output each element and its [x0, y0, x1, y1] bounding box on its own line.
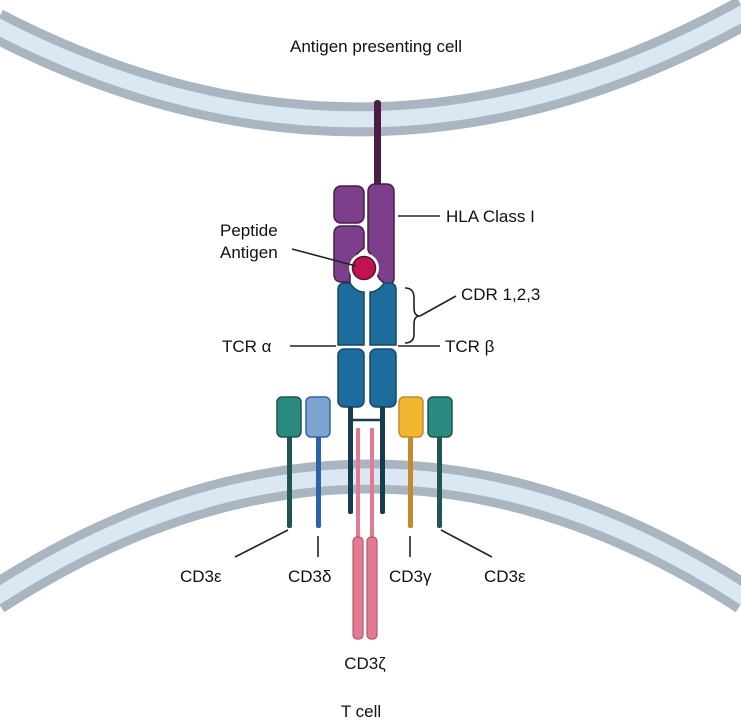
cd3z-right-tail: [366, 536, 378, 640]
cd3g: [398, 396, 424, 528]
cd3z-right-stalk: [370, 428, 374, 543]
tcr-heterodimer: [337, 282, 397, 514]
tcell-label: T cell: [341, 702, 381, 721]
hla-alpha2-domain: [333, 225, 365, 283]
hla-label: HLA Class I: [446, 207, 535, 226]
tcr-beta-stalk: [380, 406, 385, 514]
apc-label: Antigen presenting cell: [290, 37, 462, 56]
cd3d-label: CD3δ: [288, 567, 331, 586]
cd3g-label: CD3γ: [389, 567, 432, 586]
cd3z-label: CD3ζ: [344, 654, 386, 673]
tcr-beta-c-domain: [369, 348, 397, 408]
cd3e-right-leader: [440, 529, 493, 558]
peptide-antigen: [349, 253, 379, 283]
cd3e-right: [427, 396, 453, 528]
tcr-alpha-label: TCR α: [222, 337, 272, 356]
hla-transmembrane-stalk: [374, 100, 381, 190]
cdr-label: CDR 1,2,3: [461, 285, 540, 304]
cdr-leader: [419, 295, 457, 317]
cd3e-left: [276, 396, 302, 528]
peptide-leader: [291, 248, 357, 267]
peptide-label-line1: Peptide: [220, 221, 278, 240]
hla-class-i: [333, 100, 395, 285]
tcr-alpha-stalk: [348, 406, 353, 514]
cdr-brace: [404, 287, 421, 344]
peptide-label-line2: Antigen: [220, 243, 278, 262]
cd3z-left-stalk: [356, 428, 360, 543]
cd3d: [305, 396, 331, 528]
tcr-beta-v-domain: [369, 282, 397, 346]
leader-lines: [234, 215, 493, 558]
hla-alpha1-domain: [333, 185, 365, 224]
apc-membrane: [0, 0, 741, 137]
cd3e-right-label: CD3ε: [484, 567, 526, 586]
cd3e-left-label: CD3ε: [180, 567, 222, 586]
cd3e-left-leader: [234, 529, 289, 558]
tcr-alpha-v-domain: [337, 282, 365, 346]
cd3-zeta: [352, 428, 378, 640]
tcr-beta-label: TCR β: [445, 337, 495, 356]
cd3z-left-tail: [352, 536, 364, 640]
tcr-alpha-c-domain: [337, 348, 365, 408]
